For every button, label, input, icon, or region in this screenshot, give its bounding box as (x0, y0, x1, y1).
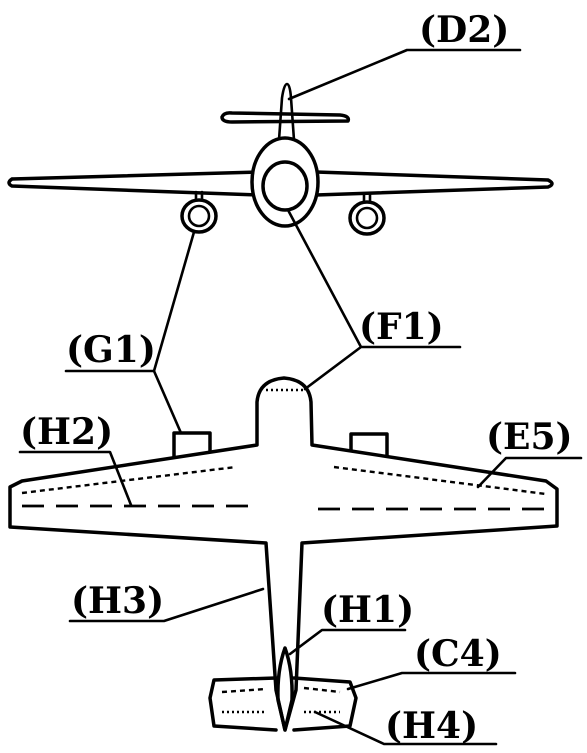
top-right-stabilizer (292, 676, 358, 732)
front-main-wing (7, 170, 554, 197)
front-intake (261, 160, 309, 212)
label-e5: (E5) (486, 416, 573, 458)
leader-c4 (346, 671, 517, 691)
label-d2: (D2) (419, 9, 509, 51)
label-h1: (H1) (321, 589, 414, 631)
label-g1: (G1) (66, 329, 156, 371)
leader-h4 (313, 710, 498, 746)
top-airframe-outline (8, 376, 559, 732)
label-h2: (H2) (20, 411, 113, 453)
leader-f1 (286, 208, 462, 391)
part-labels: (D2) (G1) (F1) (H2) (E5) (H3) (H1) (C4) … (20, 9, 573, 747)
front-left-engine (180, 198, 218, 234)
top-left-stabilizer (208, 676, 278, 732)
leader-h1 (288, 628, 407, 656)
top-view-aircraft (8, 376, 559, 732)
label-c4: (C4) (414, 633, 502, 675)
label-h3: (H3) (71, 580, 164, 622)
front-view-aircraft (7, 82, 554, 236)
top-right-stab-dash (303, 686, 341, 694)
leader-h2 (18, 450, 133, 507)
leader-d2 (287, 48, 522, 101)
front-left-engine-core (187, 204, 211, 228)
leader-e5 (476, 456, 583, 489)
leader-g1 (64, 230, 196, 435)
front-right-engine (348, 200, 386, 236)
top-tail-fin (276, 646, 294, 732)
label-h4: (H4) (385, 705, 478, 747)
front-vertical-fin (277, 82, 296, 142)
front-horizontal-stabilizer (220, 111, 351, 124)
leader-h3 (68, 587, 265, 623)
front-right-engine-core (355, 206, 379, 230)
label-f1: (F1) (359, 306, 444, 348)
top-left-stab-dash (221, 687, 267, 694)
leader-lines (18, 48, 583, 746)
